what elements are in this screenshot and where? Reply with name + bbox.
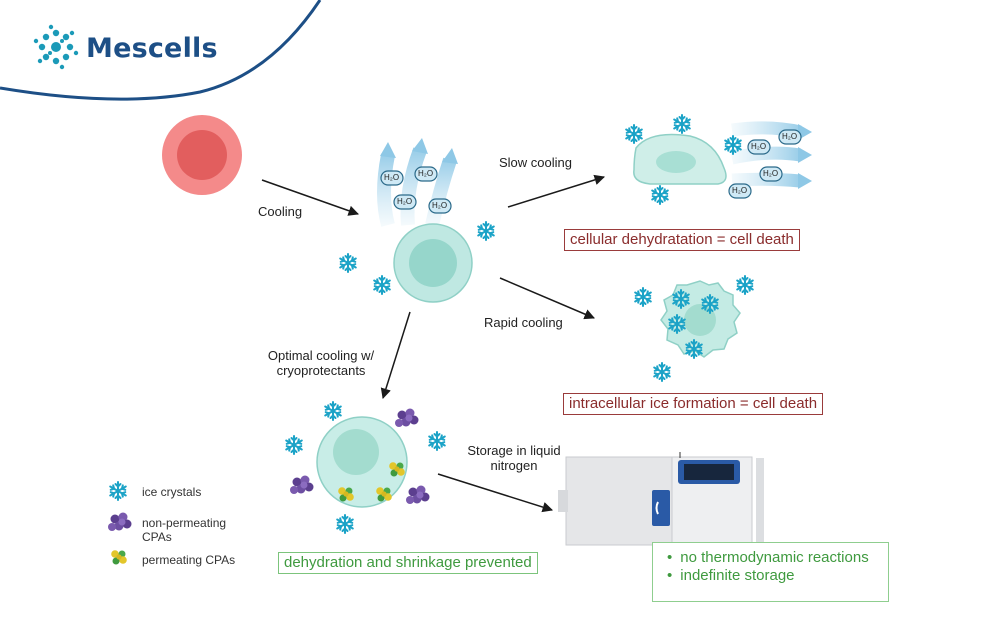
permeating-cpa-icon — [338, 487, 354, 502]
initial-cell — [162, 115, 242, 195]
header-swoosh — [0, 0, 322, 101]
water-molecules-right — [728, 129, 802, 199]
rapid-cooling-arrow — [499, 277, 595, 320]
rapid-cooling-label: Rapid cooling — [484, 315, 563, 330]
cooling-label: Cooling — [258, 204, 303, 219]
legend-permeating-cpa-icon — [111, 550, 127, 565]
rapid-cooling-outcome: intracellular ice formation = cell death — [563, 393, 824, 415]
water-efflux-arrows — [377, 138, 458, 227]
storage-label: Storage in liquid nitrogen — [467, 443, 561, 473]
h2o-label: H₂O — [782, 132, 798, 141]
non-permeating-cpa-icon — [395, 408, 419, 427]
logo-icon — [33, 24, 79, 70]
dehydrated-cell — [633, 133, 727, 185]
ice-crystal-icon — [324, 401, 342, 421]
legend-ice-crystal-icon — [109, 481, 127, 501]
h2o-label: H₂O — [384, 173, 400, 182]
h2o-label: H₂O — [397, 197, 413, 206]
ice-crystal-icon — [373, 275, 391, 295]
permeating-cpa-icon — [376, 487, 392, 502]
slow-cooling-outcome: cellular dehydratation = cell death — [564, 229, 800, 251]
cooling-arrow — [261, 179, 359, 216]
non-permeating-cpa-icon — [406, 485, 430, 504]
ice-crystal-icon — [428, 431, 446, 451]
ice-crystal-icon — [336, 514, 354, 534]
storage-arrow — [437, 473, 554, 513]
water-molecules-center — [380, 166, 452, 214]
cooling-cell — [393, 223, 473, 303]
ice-crystal-icon — [634, 287, 652, 307]
ice-crystal-icon — [651, 185, 669, 205]
slow-cooling-label: Slow cooling — [499, 155, 572, 170]
slow-cooling-arrow — [507, 174, 606, 208]
ice-crystal-icon — [724, 135, 742, 155]
ice-crystal-icon — [673, 114, 691, 134]
legend-non-permeating: non-permeating CPAs — [142, 516, 227, 544]
legend-non-permeating-cpa-icon — [108, 512, 132, 531]
ice-crystal-icon — [477, 221, 495, 241]
optimal-cooling-outcome: dehydration and shrinkage prevented — [278, 552, 538, 574]
h2o-label: H₂O — [432, 201, 448, 210]
ice-crystal-icon — [653, 362, 671, 382]
h2o-label: H₂O — [418, 169, 434, 178]
ice-crystal-icon — [736, 275, 754, 295]
ice-crystal-icon — [339, 253, 357, 273]
optimal-cooling-arrow — [380, 311, 411, 400]
optimal-cooling-label: Optimal cooling w/ cryoprotectants — [267, 348, 375, 378]
legend-ice-crystals: ice crystals — [142, 485, 202, 499]
protected-cell — [316, 416, 408, 508]
h2o-label: H₂O — [751, 142, 767, 151]
permeating-cpa-icon — [389, 462, 405, 477]
freezer-icon — [558, 452, 764, 546]
h2o-label: H₂O — [732, 186, 748, 195]
brand-logo-text: Mescells — [86, 33, 218, 64]
non-permeating-cpa-icon — [290, 475, 314, 494]
storage-point: no thermodynamic reactions — [667, 549, 888, 567]
storage-outcome: no thermodynamic reactions indefinite st… — [652, 542, 889, 602]
h2o-label: H₂O — [763, 169, 779, 178]
ice-crystal-icon — [285, 435, 303, 455]
ice-crystal-icon — [625, 124, 643, 144]
legend-permeating: permeating CPAs — [142, 553, 236, 567]
storage-point: indefinite storage — [667, 567, 888, 585]
